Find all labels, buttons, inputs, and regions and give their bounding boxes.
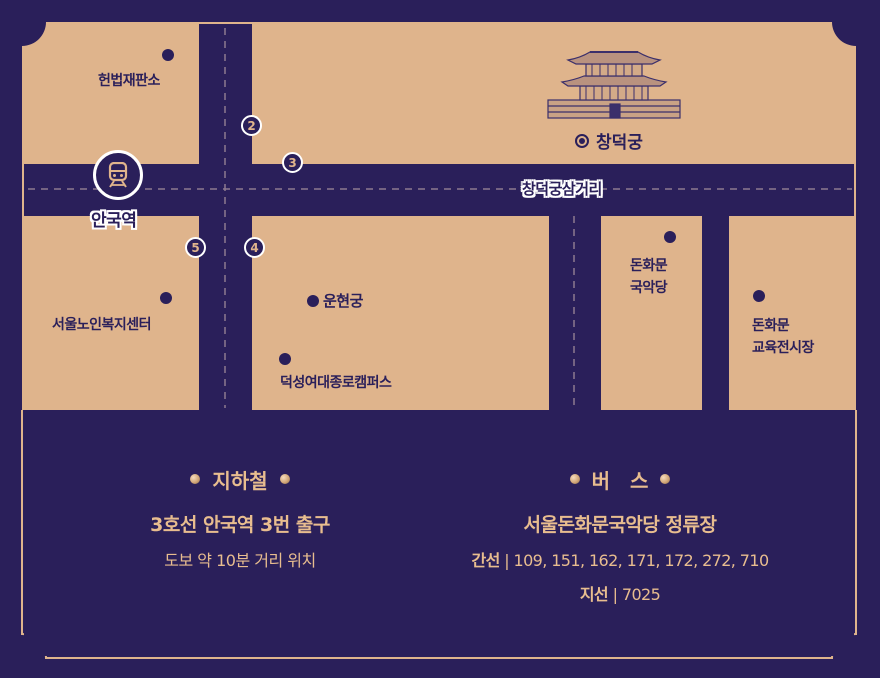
poi-dot-icon xyxy=(307,295,319,307)
station-label: 안국역 xyxy=(91,211,137,231)
subway-directions: 지하철 3호선 안국역 3번 출구 도보 약 10분 거리 위치 xyxy=(100,462,380,571)
bus-stop-name: 서울돈화문국악당 정류장 xyxy=(523,514,717,536)
poi-constitutional-court[interactable]: 헌법재판소 xyxy=(98,73,160,89)
subway-exit-info: 3호선 안국역 3번 출구 xyxy=(150,514,330,536)
target-marker-icon xyxy=(575,133,589,148)
station-anguk-marker[interactable] xyxy=(93,150,143,200)
poi-donhwamun-exhibition-hall[interactable]: 돈화문 교육전시장 xyxy=(752,318,814,356)
exit-5-badge[interactable]: 5 xyxy=(185,237,206,258)
ornament-dot-icon xyxy=(660,474,671,484)
ornament-dot-icon xyxy=(569,474,580,484)
subway-walk-info: 도보 약 10분 거리 위치 xyxy=(164,551,316,570)
landmark-changdeokgung[interactable]: 창덕궁 xyxy=(575,128,643,153)
poi-dot-icon xyxy=(753,290,765,302)
exit-4-badge[interactable]: 4 xyxy=(244,237,265,258)
bus-directions: 버 스 서울돈화문국악당 정류장 간선 | 109, 151, 162, 171… xyxy=(420,462,820,605)
train-icon xyxy=(108,162,128,188)
bus-heading: 버 스 xyxy=(420,462,820,496)
bus-trunk-routes: 간선 | 109, 151, 162, 171, 172, 272, 710 xyxy=(471,551,769,570)
bus-branch-routes: 지선 | 7025 xyxy=(579,585,661,604)
poi-dot-icon xyxy=(664,231,676,243)
exit-3-badge[interactable]: 3 xyxy=(282,152,303,173)
poi-seoul-senior-welfare-center[interactable]: 서울노인복지센터 xyxy=(52,317,152,333)
poi-dot-icon xyxy=(279,353,291,365)
subway-heading: 지하철 xyxy=(100,462,380,496)
poi-dot-icon xyxy=(162,49,174,61)
poi-donhwamun-gugakdang[interactable]: 돈화문 국악당 xyxy=(630,258,668,296)
palace-illustration xyxy=(547,51,681,119)
landmark-label: 창덕궁 xyxy=(596,133,643,153)
intersection-label: 창덕궁삼거리 xyxy=(522,180,602,198)
poi-dot-icon xyxy=(160,292,172,304)
poi-duksung-womens-univ[interactable]: 덕성여대종로캠퍼스 xyxy=(280,375,392,391)
ornament-dot-icon xyxy=(190,474,201,484)
ornament-dot-icon xyxy=(279,474,290,484)
poi-unhyeongung[interactable]: 운현궁 xyxy=(323,292,363,310)
exit-2-badge[interactable]: 2 xyxy=(241,115,262,136)
